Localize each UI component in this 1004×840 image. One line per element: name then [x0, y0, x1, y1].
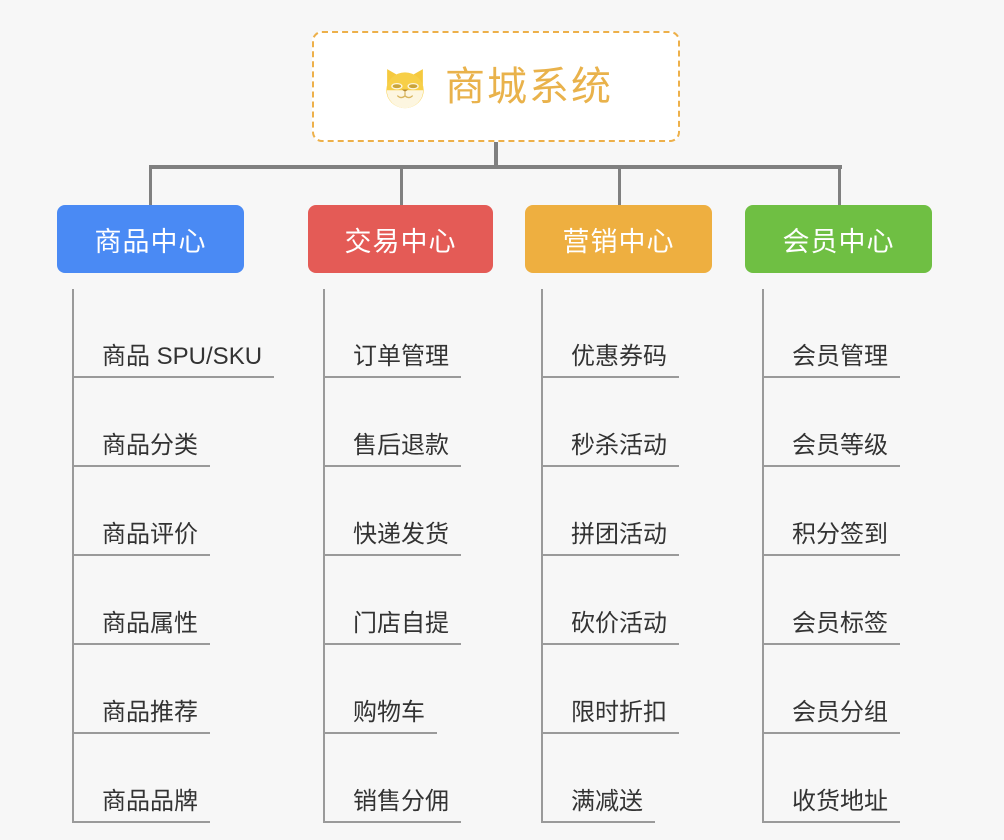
subitem-label: 商品属性: [102, 610, 198, 637]
column-rail-2: [541, 289, 543, 823]
category-box-0[interactable]: 商品中心: [57, 205, 244, 273]
subitem-label: 优惠券码: [571, 343, 667, 370]
list-item[interactable]: 商品评价: [72, 467, 274, 556]
subitem-label: 收货地址: [792, 788, 888, 815]
list-item[interactable]: 销售分佣: [323, 734, 461, 823]
category-title-3: 会员中心: [782, 226, 895, 257]
subitem-label: 购物车: [353, 699, 425, 726]
list-item[interactable]: 秒杀活动: [541, 378, 679, 467]
subitem-label: 商品分类: [102, 432, 198, 459]
list-item[interactable]: 会员管理: [762, 289, 900, 378]
subitem-label: 销售分佣: [353, 788, 449, 815]
list-item[interactable]: 会员标签: [762, 556, 900, 645]
subitem-label: 商品 SPU/SKU: [102, 343, 263, 370]
category-box-3[interactable]: 会员中心: [745, 205, 932, 273]
list-item[interactable]: 砍价活动: [541, 556, 679, 645]
subitem-column-0: 商品 SPU/SKU 商品分类 商品评价 商品属性 商品推荐 商品品牌: [72, 289, 275, 823]
connector-drop-4: [838, 165, 841, 207]
column-rail-1: [323, 289, 325, 823]
subitem-label: 满减送: [571, 788, 643, 815]
subitem-label: 会员标签: [792, 610, 888, 637]
connector-drop-2: [400, 165, 403, 207]
list-item[interactable]: 商品属性: [72, 556, 274, 645]
list-item[interactable]: 拼团活动: [541, 467, 679, 556]
subitem-label: 限时折扣: [571, 699, 667, 726]
list-item[interactable]: 商品 SPU/SKU: [72, 289, 275, 378]
subitem-label: 秒杀活动: [571, 432, 667, 459]
column-rail-0: [72, 289, 74, 823]
subitem-column-2: 优惠券码 秒杀活动 拼团活动 砍价活动 限时折扣 满减送: [541, 289, 679, 823]
subitem-label: 拼团活动: [571, 521, 667, 548]
subitem-label: 订单管理: [353, 343, 449, 370]
list-item[interactable]: 优惠券码: [541, 289, 679, 378]
subitem-label: 门店自提: [353, 610, 449, 637]
subitem-label: 商品品牌: [102, 788, 198, 815]
column-rail-3: [762, 289, 764, 823]
connector-horizontal-bus: [149, 165, 842, 169]
subitem-label: 售后退款: [353, 432, 449, 459]
list-item[interactable]: 购物车: [323, 645, 461, 734]
connector-drop-3: [618, 165, 621, 207]
list-item[interactable]: 订单管理: [323, 289, 461, 378]
subitem-column-3: 会员管理 会员等级 积分签到 会员标签 会员分组 收货地址: [762, 289, 900, 823]
list-item[interactable]: 快递发货: [323, 467, 461, 556]
list-item[interactable]: 收货地址: [762, 734, 900, 823]
category-box-1[interactable]: 交易中心: [308, 205, 493, 273]
root-title: 商城系统: [445, 64, 613, 109]
subitem-label: 会员等级: [792, 432, 888, 459]
subitem-label: 会员分组: [792, 699, 888, 726]
shiba-dog-icon: [379, 61, 431, 113]
subitem-label: 会员管理: [792, 343, 888, 370]
connector-root-stem: [494, 142, 498, 168]
subitem-label: 商品评价: [102, 521, 198, 548]
category-box-2[interactable]: 营销中心: [525, 205, 712, 273]
category-title-2: 营销中心: [562, 226, 675, 257]
subitem-label: 商品推荐: [102, 699, 198, 726]
root-node[interactable]: 商城系统: [312, 31, 680, 142]
list-item[interactable]: 售后退款: [323, 378, 461, 467]
list-item[interactable]: 商品推荐: [72, 645, 274, 734]
list-item[interactable]: 会员等级: [762, 378, 900, 467]
connector-drop-1: [149, 165, 152, 207]
list-item[interactable]: 商品分类: [72, 378, 274, 467]
list-item[interactable]: 满减送: [541, 734, 679, 823]
subitem-label: 积分签到: [792, 521, 888, 548]
category-title-0: 商品中心: [94, 226, 207, 257]
subitem-column-1: 订单管理 售后退款 快递发货 门店自提 购物车 销售分佣: [323, 289, 461, 823]
list-item[interactable]: 门店自提: [323, 556, 461, 645]
subitem-label: 砍价活动: [571, 610, 667, 637]
category-title-1: 交易中心: [344, 226, 457, 257]
list-item[interactable]: 积分签到: [762, 467, 900, 556]
list-item[interactable]: 商品品牌: [72, 734, 274, 823]
subitem-label: 快递发货: [353, 521, 449, 548]
list-item[interactable]: 会员分组: [762, 645, 900, 734]
list-item[interactable]: 限时折扣: [541, 645, 679, 734]
